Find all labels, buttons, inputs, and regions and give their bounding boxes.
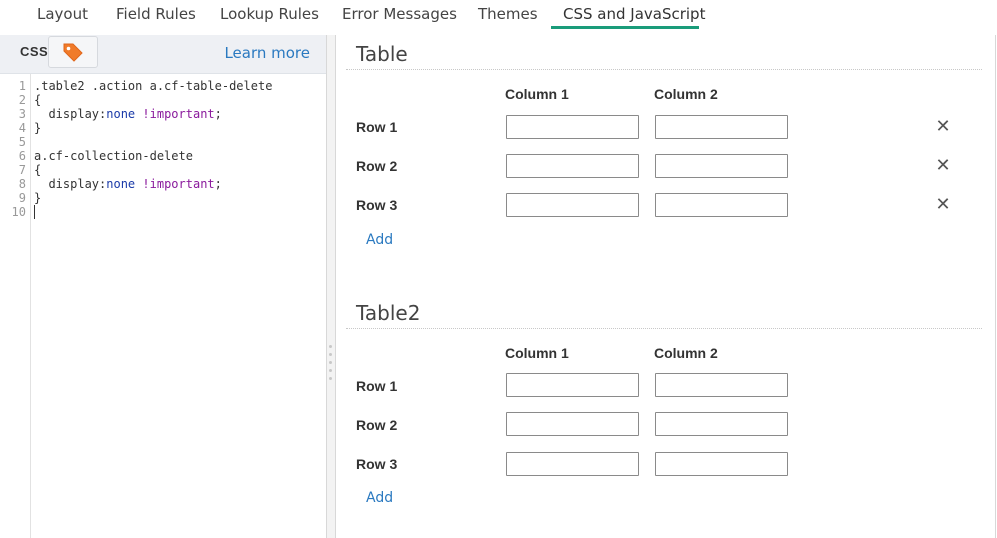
- splitter-grip-dot: [329, 369, 332, 372]
- tab-field-rules[interactable]: Field Rules: [116, 5, 196, 23]
- splitter-grip-dot: [329, 377, 332, 380]
- column-header: Column 1: [505, 345, 569, 361]
- css-panel-header: CSS Learn more: [0, 35, 326, 74]
- table-cell-input[interactable]: [655, 452, 788, 476]
- tag-icon: [63, 43, 83, 62]
- learn-more-link[interactable]: Learn more: [224, 44, 310, 62]
- row-label: Row 2: [356, 158, 398, 174]
- code-value: none: [106, 177, 136, 191]
- code-line: display:none !important;: [34, 107, 222, 121]
- css-panel: CSS Learn more 1 2 3 4 5 6 7 8 9 10 .tab…: [0, 35, 327, 538]
- line-number: 8: [18, 177, 26, 191]
- splitter-grip-dot: [329, 361, 332, 364]
- row-label: Row 3: [356, 456, 398, 472]
- code-property: display:: [34, 107, 107, 121]
- active-tab-indicator: [551, 26, 699, 29]
- tab-css-and-javascript[interactable]: CSS and JavaScript: [563, 5, 706, 23]
- code-line: a.cf-collection-delete: [34, 149, 193, 163]
- code-value: none: [106, 107, 136, 121]
- code-important: !important: [142, 177, 215, 191]
- table-cell-input[interactable]: [655, 373, 788, 397]
- section-divider: [346, 69, 982, 70]
- column-header: Column 2: [654, 345, 718, 361]
- css-label: CSS: [20, 44, 49, 59]
- row-label: Row 2: [356, 417, 398, 433]
- code-line: }: [34, 191, 42, 205]
- add-row-link[interactable]: Add: [366, 232, 394, 248]
- table-title: Table: [356, 42, 408, 66]
- code-line: {: [34, 163, 42, 177]
- column-header: Column 1: [505, 86, 569, 102]
- line-number: 9: [18, 191, 26, 205]
- code-semicolon: ;: [214, 177, 222, 191]
- tab-layout[interactable]: Layout: [37, 5, 88, 23]
- code-line: display:none !important;: [34, 177, 222, 191]
- table-title: Table2: [356, 301, 421, 325]
- section-divider: [346, 328, 982, 329]
- splitter-grip-dot: [329, 345, 332, 348]
- line-number-gutter: 1 2 3 4 5 6 7 8 9 10: [0, 74, 31, 538]
- panel-splitter[interactable]: [327, 35, 336, 538]
- code-property: display:: [34, 177, 107, 191]
- css-code-editor[interactable]: 1 2 3 4 5 6 7 8 9 10 .table2 .action a.c…: [0, 74, 326, 538]
- line-number: 6: [18, 149, 26, 163]
- line-number: 5: [18, 135, 26, 149]
- code-line: .table2 .action a.cf-table-delete: [34, 79, 273, 93]
- code-line: {: [34, 93, 42, 107]
- line-number: 4: [18, 121, 26, 135]
- table-cell-input[interactable]: [506, 452, 639, 476]
- table-cell-input[interactable]: [506, 412, 639, 436]
- table-cell-input[interactable]: [506, 373, 639, 397]
- table-cell-input[interactable]: [655, 193, 788, 217]
- line-number: 7: [18, 163, 26, 177]
- line-number: 2: [18, 93, 26, 107]
- tag-button[interactable]: [48, 36, 98, 68]
- row-label: Row 1: [356, 378, 398, 394]
- code-important: !important: [142, 107, 215, 121]
- table-cell-input[interactable]: [655, 115, 788, 139]
- tab-lookup-rules[interactable]: Lookup Rules: [220, 5, 319, 23]
- table-cell-input[interactable]: [506, 115, 639, 139]
- code-semicolon: ;: [214, 107, 222, 121]
- delete-row-icon[interactable]: ✕: [935, 194, 951, 214]
- add-row-link[interactable]: Add: [366, 490, 394, 506]
- code-line: }: [34, 121, 42, 135]
- table-cell-input[interactable]: [506, 154, 639, 178]
- column-header: Column 2: [654, 86, 718, 102]
- tab-themes[interactable]: Themes: [478, 5, 538, 23]
- table-cell-input[interactable]: [655, 154, 788, 178]
- text-cursor: [34, 205, 35, 219]
- tab-bar: Layout Field Rules Lookup Rules Error Me…: [0, 0, 997, 29]
- row-label: Row 1: [356, 119, 398, 135]
- row-label: Row 3: [356, 197, 398, 213]
- line-number: 3: [18, 107, 26, 121]
- splitter-grip-dot: [329, 353, 332, 356]
- table-cell-input[interactable]: [506, 193, 639, 217]
- table-cell-input[interactable]: [655, 412, 788, 436]
- line-number: 1: [18, 79, 26, 93]
- delete-row-icon[interactable]: ✕: [935, 116, 951, 136]
- tab-error-messages[interactable]: Error Messages: [342, 5, 457, 23]
- delete-row-icon[interactable]: ✕: [935, 155, 951, 175]
- line-number: 10: [11, 205, 26, 219]
